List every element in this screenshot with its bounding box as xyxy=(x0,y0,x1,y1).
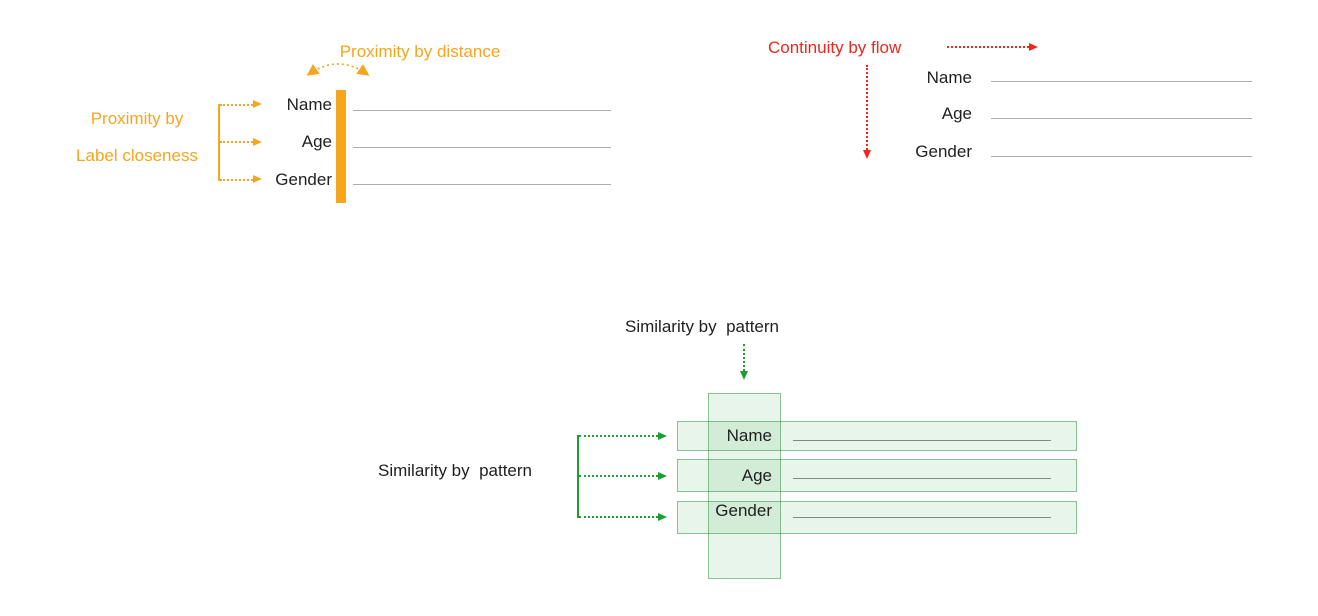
pattern-column-highlight xyxy=(708,393,781,579)
similarity-arrowhead-icon-1 xyxy=(658,432,667,440)
similarity-arrow-line-2 xyxy=(579,475,658,477)
field-label-age: Age xyxy=(301,132,332,151)
input-line-gender xyxy=(793,517,1051,518)
field-label-age: Age xyxy=(941,104,972,123)
proximity-arrowhead-icon-3 xyxy=(253,175,262,183)
similarity-left-label: Similarity by pattern xyxy=(378,461,532,480)
similarity-down-arrowhead-icon xyxy=(740,371,748,380)
flow-down-arrowhead-icon xyxy=(863,150,871,159)
proximity-distance-arc-icon xyxy=(306,63,370,76)
similarity-top-label: Similarity by pattern xyxy=(625,317,779,336)
similarity-arrow-line-3 xyxy=(579,516,658,518)
field-label-name: Name xyxy=(286,95,332,114)
similarity-down-arrow-line xyxy=(743,344,745,371)
similarity-bracket-line xyxy=(577,435,579,518)
input-line-name xyxy=(793,440,1051,441)
input-line-name xyxy=(353,110,611,111)
similarity-arrowhead-icon-3 xyxy=(658,513,667,521)
field-label-gender: Gender xyxy=(275,170,332,189)
proximity-closeness-label-line2: Label closeness xyxy=(76,146,198,165)
flow-right-arrow-line xyxy=(947,46,1029,48)
proximity-distance-label: Proximity by distance xyxy=(339,42,501,61)
flow-right-arrowhead-icon xyxy=(1029,43,1038,51)
pattern-row-name xyxy=(677,421,1077,451)
input-line-gender xyxy=(353,184,611,185)
continuity-flow-label: Continuity by flow xyxy=(768,38,902,57)
field-label-name: Name xyxy=(726,426,772,445)
field-label-name: Name xyxy=(926,68,972,87)
input-line-gender xyxy=(991,156,1252,157)
proximity-closeness-label-line1: Proximity by xyxy=(90,109,184,128)
proximity-bracket-line xyxy=(218,104,220,181)
input-line-age xyxy=(991,118,1252,119)
input-line-age xyxy=(353,147,611,148)
label-closeness-bar xyxy=(336,90,346,203)
proximity-arrowhead-icon-1 xyxy=(253,100,262,108)
field-label-gender: Gender xyxy=(915,142,972,161)
proximity-arrow-line-2 xyxy=(220,141,253,143)
field-label-age: Age xyxy=(741,466,772,485)
input-line-age xyxy=(793,478,1051,479)
pattern-row-age xyxy=(677,459,1077,492)
field-label-gender: Gender xyxy=(715,501,772,520)
similarity-arrowhead-icon-2 xyxy=(658,472,667,480)
proximity-arrow-line-1 xyxy=(220,104,253,106)
similarity-arrow-line-1 xyxy=(579,435,658,437)
input-line-name xyxy=(991,81,1252,82)
flow-down-arrow-line xyxy=(866,65,868,150)
proximity-arrow-line-3 xyxy=(220,179,253,181)
proximity-arrowhead-icon-2 xyxy=(253,138,262,146)
